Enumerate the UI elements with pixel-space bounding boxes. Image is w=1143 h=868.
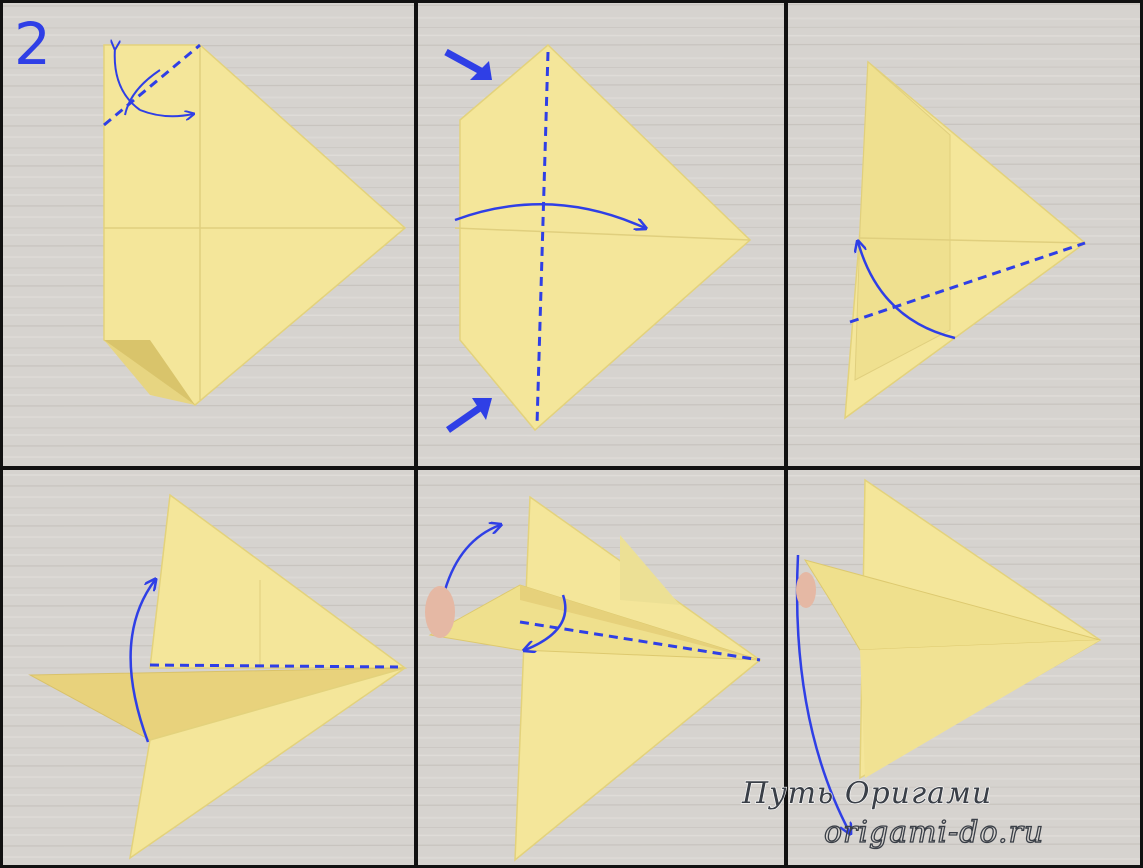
- step-number: 2: [14, 10, 51, 78]
- watermark-title: Путь Оригами: [741, 776, 992, 811]
- finger: [796, 572, 816, 608]
- finger: [425, 586, 455, 638]
- watermark-site: origami-do.ru: [824, 815, 1044, 850]
